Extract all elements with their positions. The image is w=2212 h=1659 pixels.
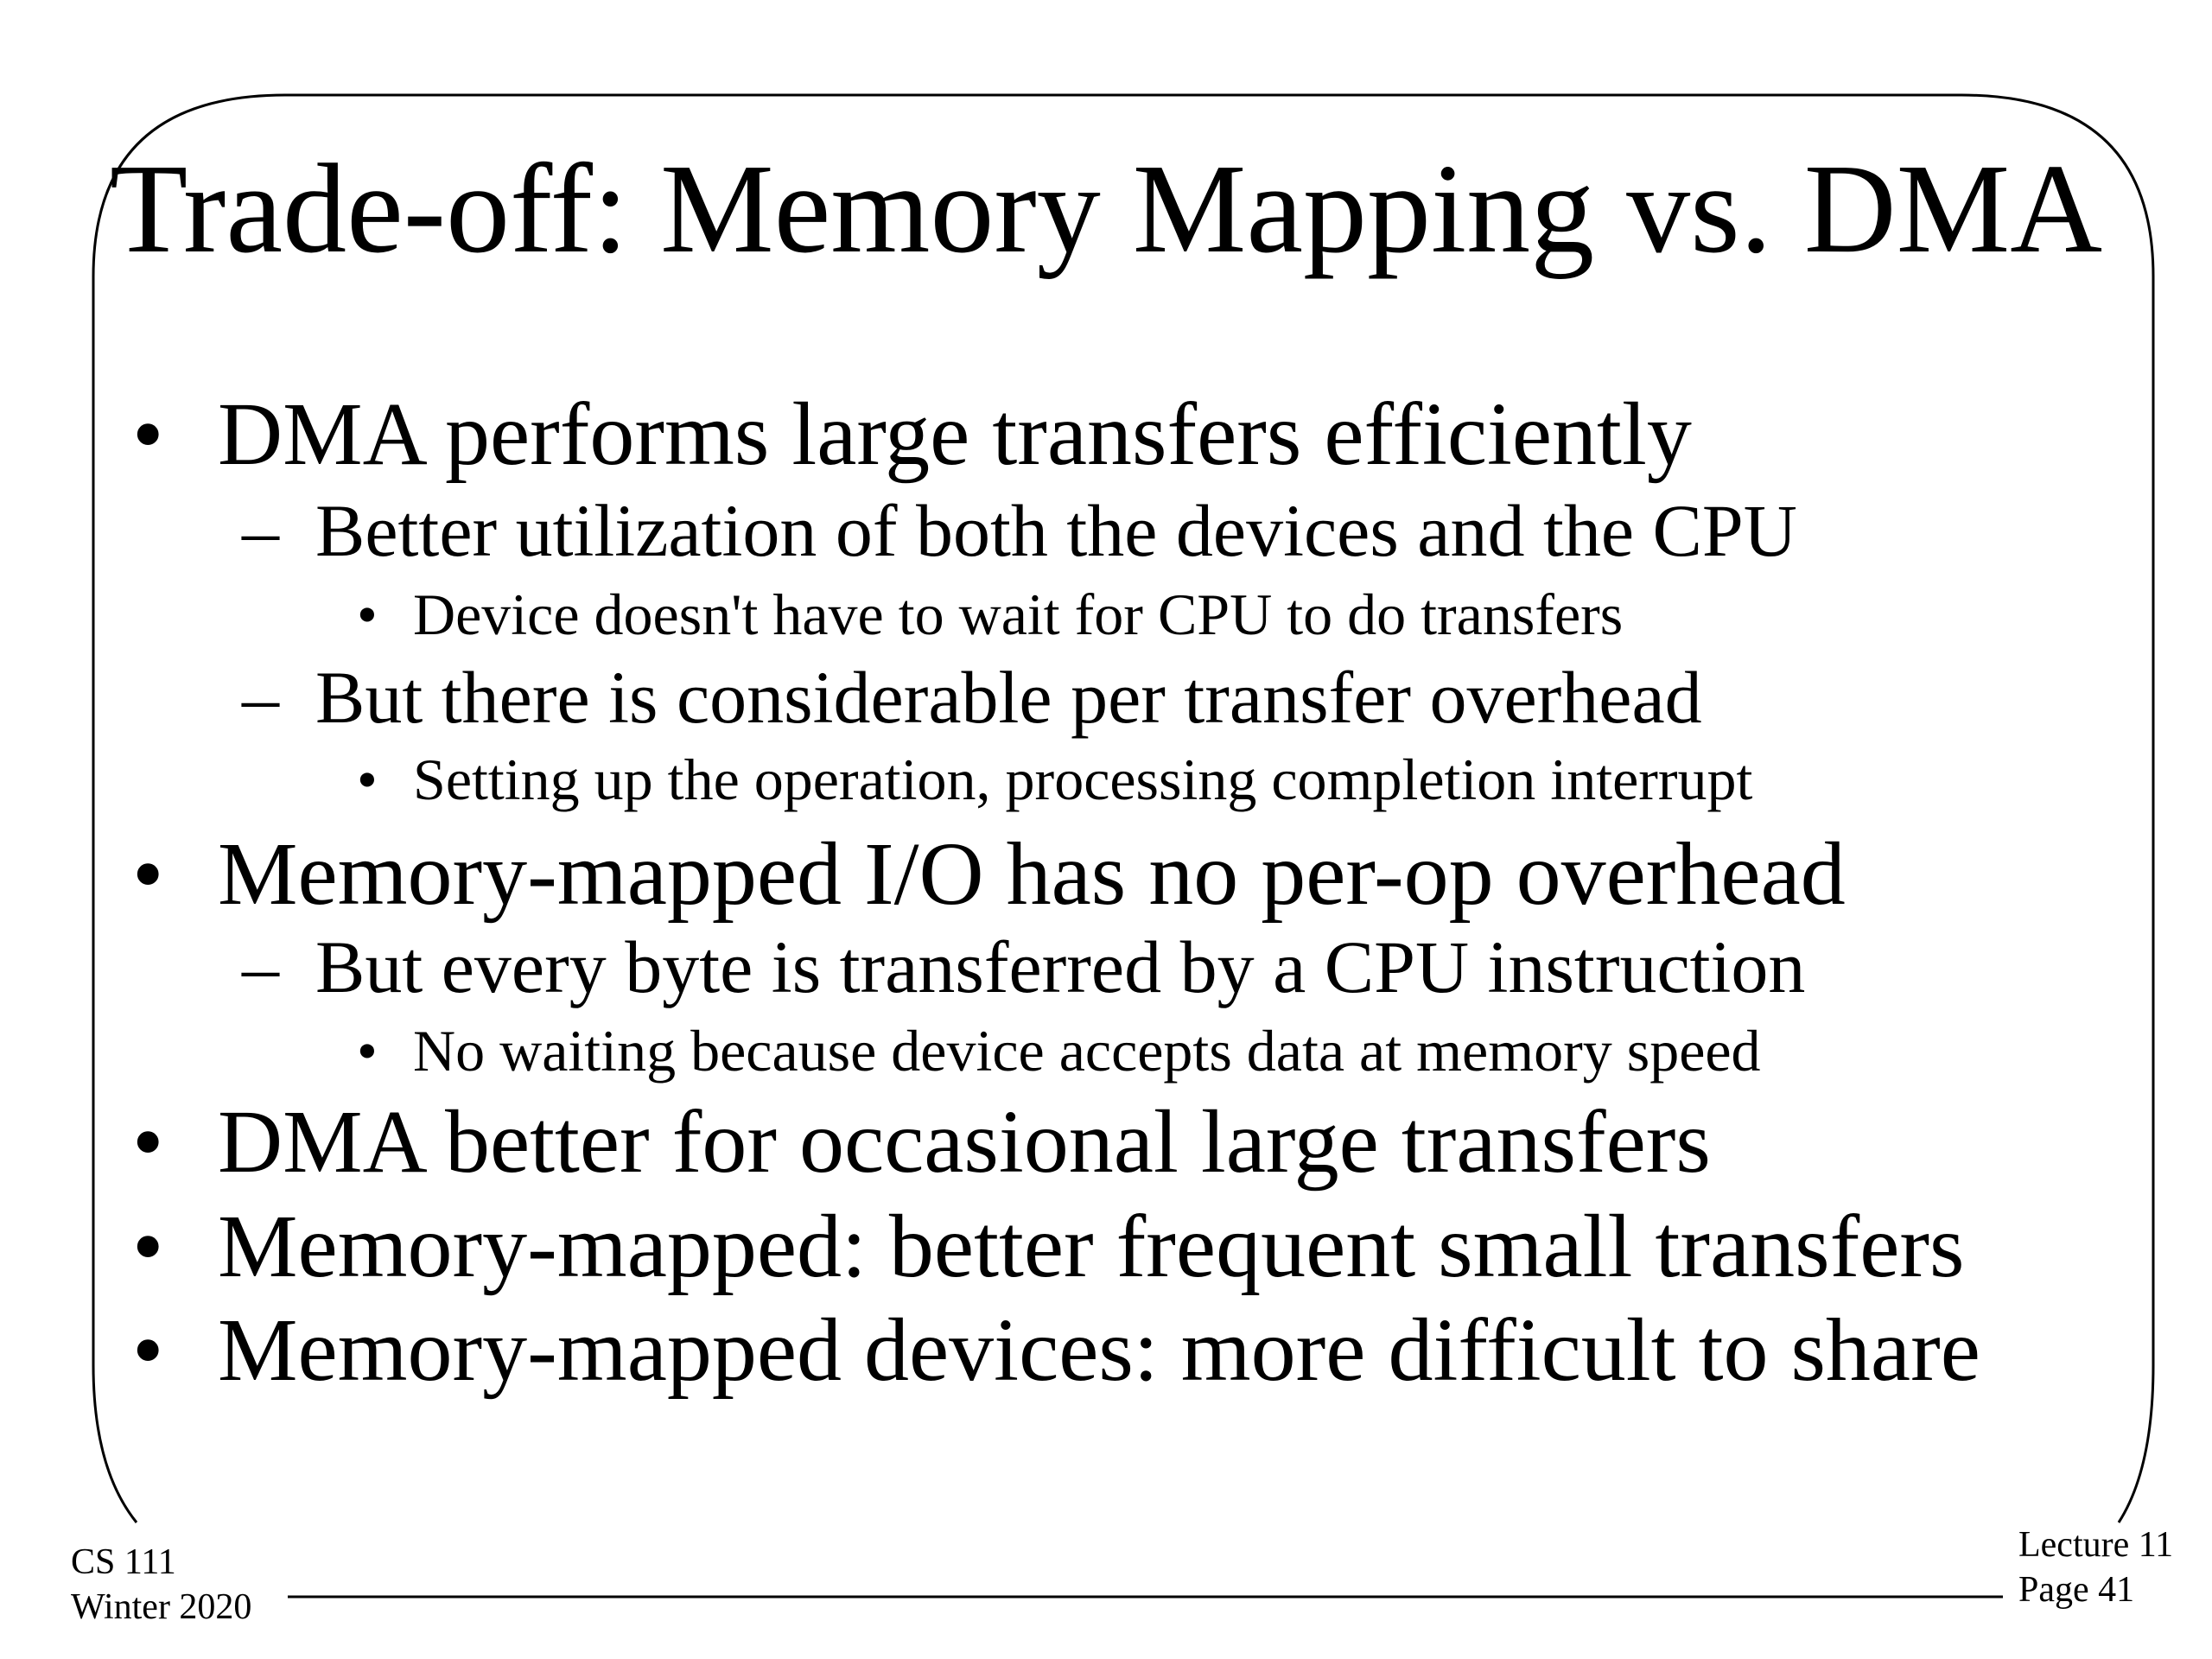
bullet-item: DMA performs large transfers efficiently <box>218 385 1692 484</box>
bullet-marker: • <box>132 1300 164 1400</box>
bullet-marker: • <box>132 1197 164 1296</box>
bullet-item: Memory-mapped I/O has no per-op overhead <box>218 824 1846 924</box>
lecture-label: Lecture 11 <box>2018 1525 2174 1565</box>
sub-bullet-item: Better utilization of both the devices a… <box>315 489 1797 572</box>
bullet-marker: • <box>132 385 164 484</box>
sub-bullet-item: But every byte is transferred by a CPU i… <box>315 925 1806 1008</box>
bullet-item: Memory-mapped devices: more difficult to… <box>218 1300 1980 1400</box>
course-label: CS 111 <box>71 1542 176 1582</box>
sub-sub-bullet-item: Setting up the operation, processing com… <box>413 747 1753 812</box>
sub-sub-bullet-item: No waiting because device accepts data a… <box>413 1018 1761 1084</box>
bullet-marker: • <box>132 824 164 924</box>
bullet-item: Memory-mapped: better frequent small tra… <box>218 1197 1965 1296</box>
sub-bullet-marker: – <box>242 656 279 739</box>
sub-sub-bullet-marker: • <box>357 582 378 647</box>
bullet-marker: • <box>132 1092 164 1192</box>
slide-border <box>92 93 2155 1523</box>
sub-sub-bullet-marker: • <box>357 747 378 812</box>
sub-sub-bullet-item: Device doesn't have to wait for CPU to d… <box>413 582 1624 647</box>
footer-left: CS 111 Winter 2020 <box>71 1540 251 1630</box>
bullet-item: DMA better for occasional large transfer… <box>218 1092 1711 1192</box>
page-number: Page 41 <box>2018 1570 2135 1610</box>
slide-title: Trade-off: Memory Mapping vs. DMA <box>109 138 2103 280</box>
sub-bullet-marker: – <box>242 489 279 572</box>
sub-bullet-item: But there is considerable per transfer o… <box>315 656 1702 739</box>
sub-sub-bullet-marker: • <box>357 1018 378 1084</box>
sub-bullet-marker: – <box>242 925 279 1008</box>
footer-right: Lecture 11 Page 41 <box>2018 1522 2173 1612</box>
term-label: Winter 2020 <box>71 1587 252 1627</box>
